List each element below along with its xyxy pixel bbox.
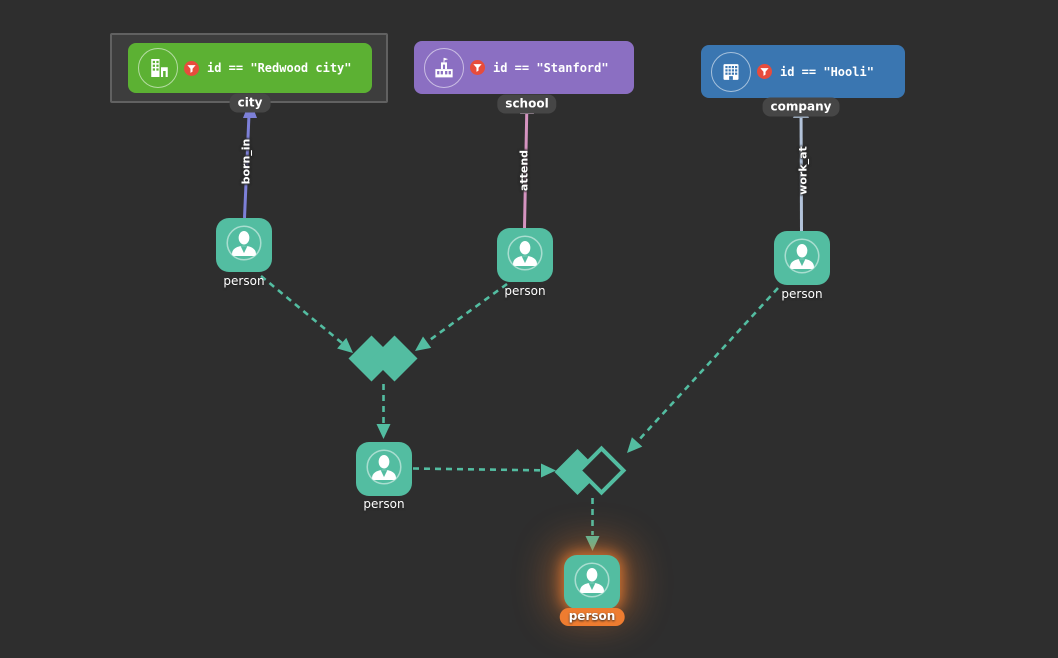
tag-node-city[interactable]: id == "Redwood city" [128,43,372,93]
person-icon [361,444,407,494]
person-node-1[interactable] [216,218,272,272]
person-label-3: person [781,287,823,301]
person-node-2[interactable] [497,228,553,282]
person-label-4: person [363,497,405,511]
school-icon [424,47,464,88]
tag-label-city: city [229,93,271,113]
person-icon [221,220,267,270]
edge-label-born-in: born_in [239,138,253,185]
company-icon [711,51,751,92]
filter-icon [470,60,485,75]
tag-node-company[interactable]: id == "Hooli" [701,45,905,98]
tag-node-school[interactable]: id == "Stanford" [414,41,634,94]
join-node-diamond-outline[interactable] [554,445,627,496]
filter-icon [184,60,199,76]
person-node-result[interactable] [564,555,620,609]
join-edges[interactable] [260,274,779,551]
edge-label-work-at: work_at [796,146,810,195]
filter-condition-city: id == "Redwood city" [207,61,352,75]
edge-label-attend: attend [517,149,531,192]
person-icon [502,230,548,280]
filter-condition-company: id == "Hooli" [780,64,874,79]
tag-label-company: company [762,97,840,117]
city-icon [138,48,178,88]
person-node-3[interactable] [774,231,830,285]
join-node-double-diamond[interactable] [348,335,418,382]
filter-icon [757,64,772,79]
person-node-4[interactable] [356,442,412,496]
filter-condition-school: id == "Stanford" [493,60,609,75]
person-label-1: person [223,274,265,288]
person-icon [779,233,825,283]
tag-label-school: school [497,94,557,114]
person-icon [569,557,615,607]
person-label-result: person [559,608,625,626]
person-label-2: person [504,284,546,298]
